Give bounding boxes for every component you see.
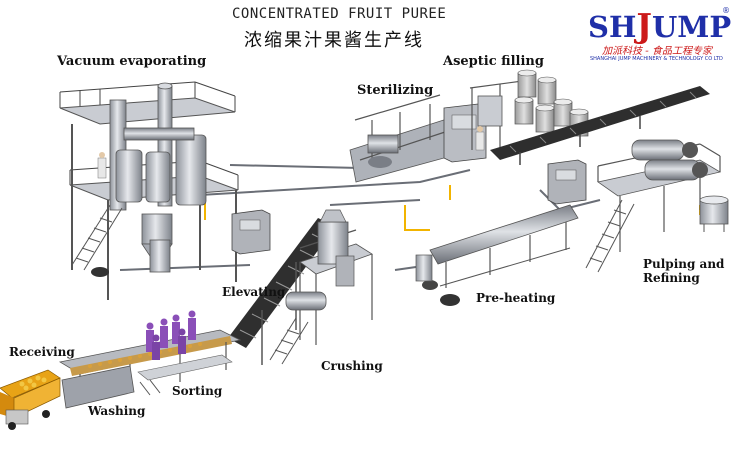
logo-wordmark: SHJUMP: [588, 6, 731, 45]
logo-registered-mark: ®: [722, 6, 730, 15]
title-english: CONCENTRATED FRUIT PUREE: [232, 6, 447, 22]
control-cabinet-evaporator: [231, 209, 271, 255]
company-logo: SHJUMP ® 加派科技 - 食品工程专家 SHANGHAI JUMP MAC…: [588, 6, 734, 66]
vacuum-evaporator: [59, 81, 239, 300]
logo-sh: SH: [588, 10, 637, 44]
label-washing: Washing: [88, 404, 146, 418]
label-vacuum-evaporating: Vacuum evaporating: [57, 54, 207, 69]
receiving-truck: [0, 369, 61, 430]
label-elevating: Elevating: [222, 285, 286, 299]
label-sterilizing: Sterilizing: [357, 83, 434, 98]
pre-heater: [415, 204, 579, 306]
label-pre-heating: Pre-heating: [476, 291, 556, 305]
logo-ump: UMP: [651, 10, 732, 44]
crusher: [269, 209, 373, 365]
label-pulping-line2: Refining: [643, 271, 700, 285]
sorting-workers: [146, 310, 196, 360]
label-aseptic-filling: Aseptic filling: [443, 54, 544, 69]
label-sorting: Sorting: [172, 384, 223, 398]
title-chinese: 浓缩果汁果酱生产线: [244, 30, 424, 51]
elevator-conveyor: [228, 218, 336, 365]
logo-j: J: [636, 6, 652, 45]
sterilizer: [349, 79, 531, 183]
logo-tagline-chinese: 加派科技 - 食品工程专家: [602, 46, 712, 57]
control-cabinet-pulper: [547, 159, 587, 205]
label-receiving: Receiving: [9, 345, 75, 359]
label-crushing: Crushing: [321, 359, 383, 373]
pulping-refining: [585, 139, 729, 273]
logo-tagline-english: SHANGHAI JUMP MACHINERY & TECHNOLOGY CO …: [590, 56, 723, 62]
label-pulping-line1: Pulping and: [643, 257, 725, 271]
roller-conveyor: [490, 86, 710, 165]
